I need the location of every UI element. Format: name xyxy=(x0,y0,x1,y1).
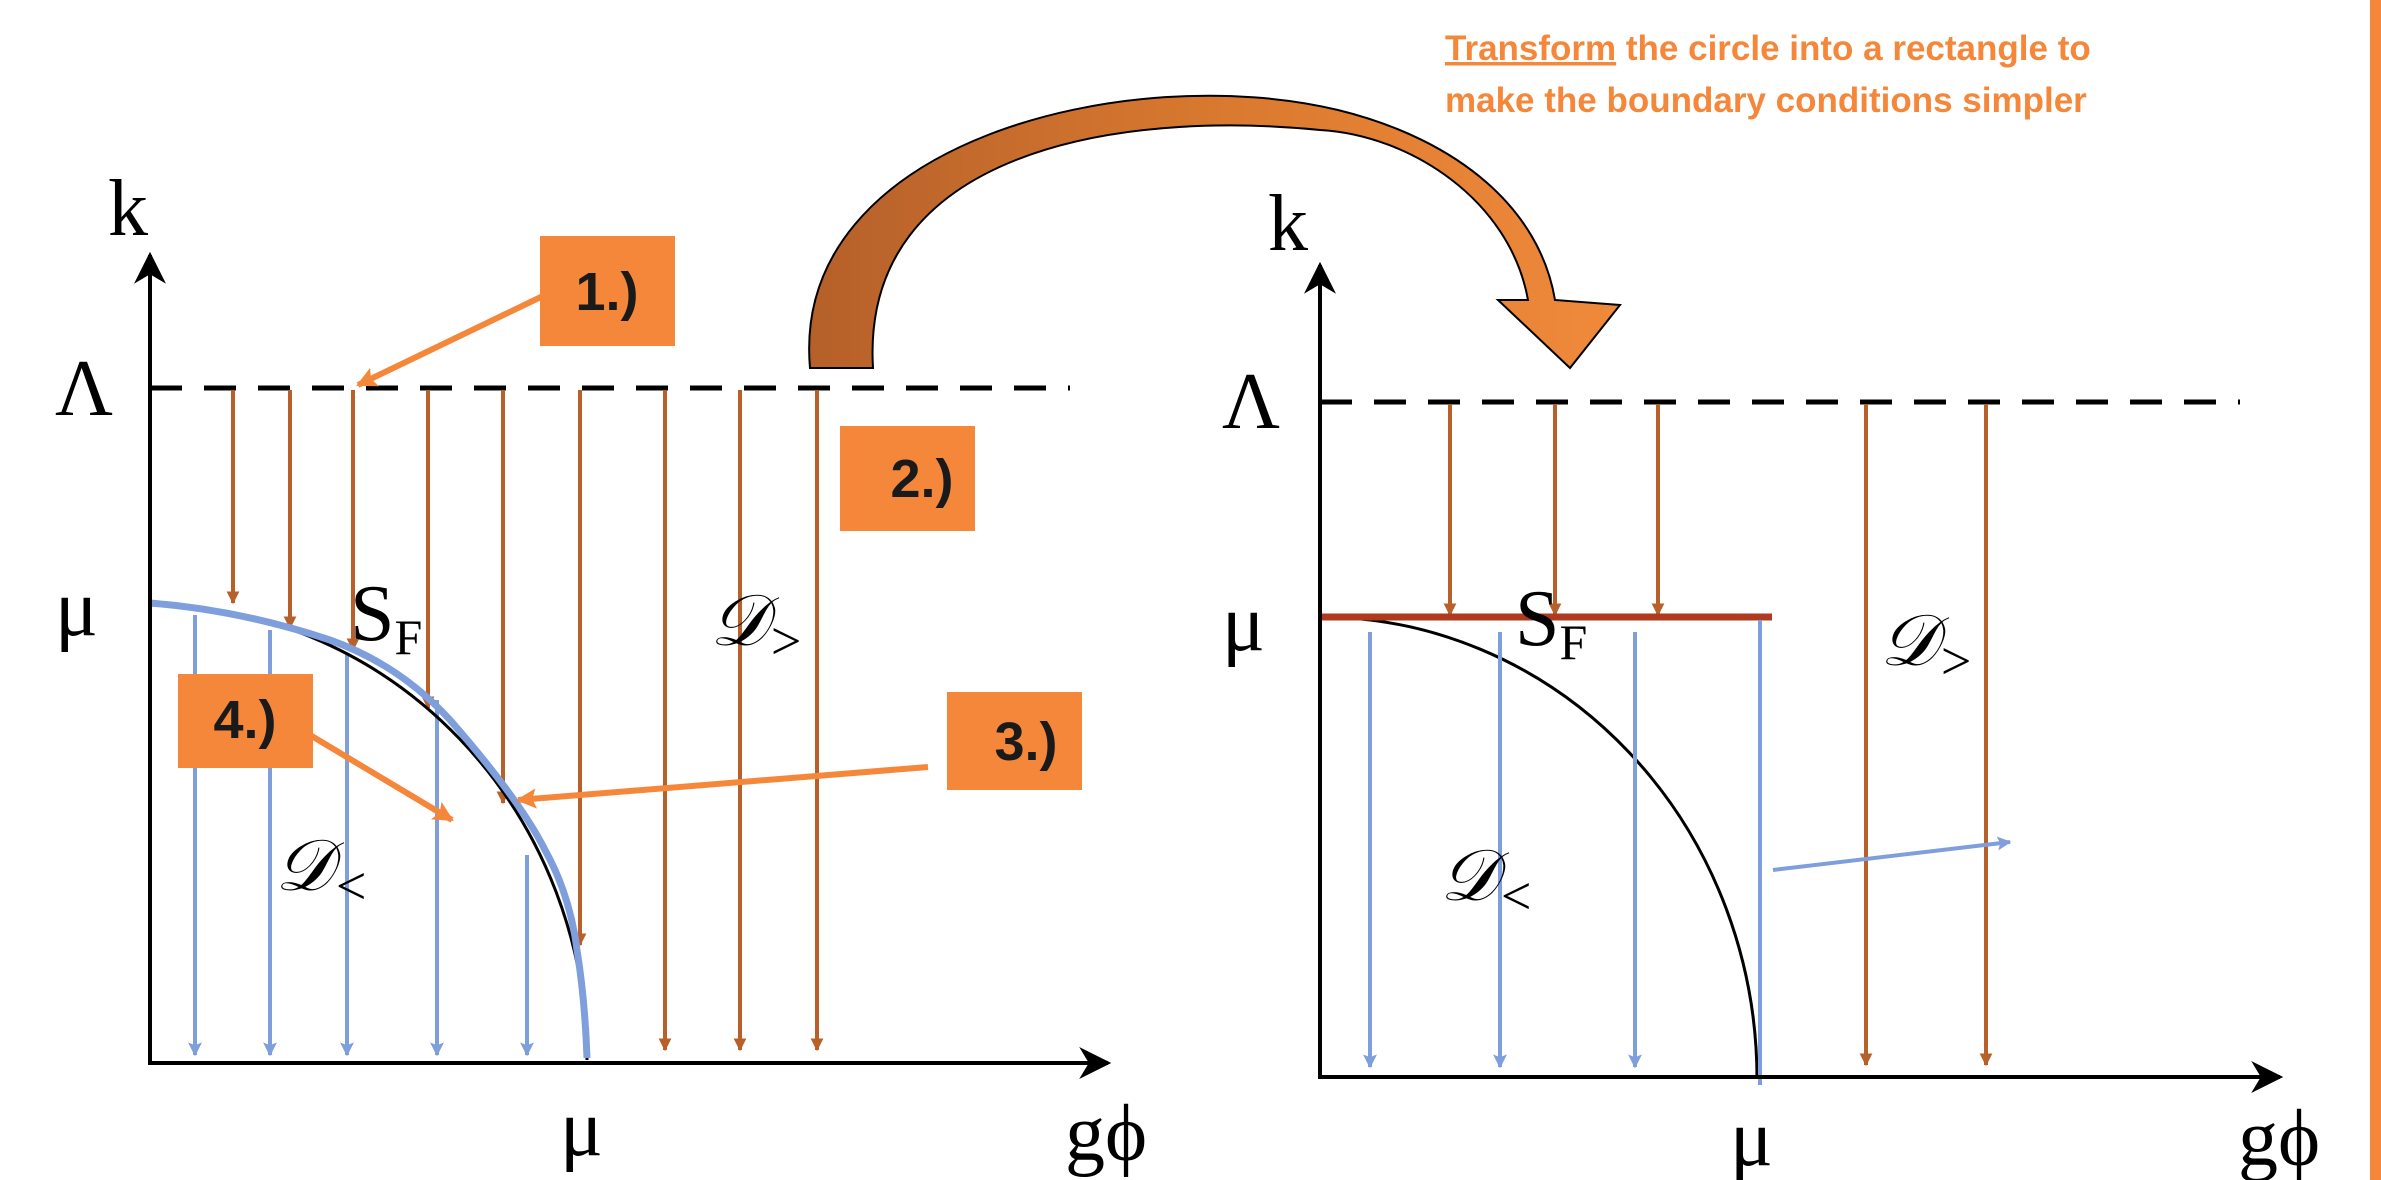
left-fermi-surface-highlight xyxy=(149,599,591,1059)
right-mu-x-label: μ xyxy=(1730,1095,1773,1180)
right-mu-y-label: μ xyxy=(1222,580,1265,668)
step-1-label: 1.) xyxy=(575,262,638,322)
caption-line-1-rest: the circle into a rectangle to xyxy=(1616,29,2091,68)
caption-line-1: Transform the circle into a rectangle to xyxy=(1445,29,2091,68)
left-y-axis-label: k xyxy=(108,165,148,253)
caption-line-2: make the boundary conditions simpler xyxy=(1445,81,2087,120)
step-4-label: 4.) xyxy=(213,690,276,750)
right-blue-arrows xyxy=(1363,620,2012,1085)
right-region-outer-label: 𝒟> xyxy=(1880,601,1974,691)
right-blue-transfer-arrow xyxy=(1772,836,2012,872)
step-1-box xyxy=(540,236,675,346)
left-region-outer-label: 𝒟> xyxy=(710,581,804,671)
step-3-box xyxy=(947,692,1082,790)
left-brown-arrows xyxy=(226,390,824,1052)
right-lambda-label: Λ xyxy=(1222,358,1280,446)
step-2-label: 2.) xyxy=(890,449,953,509)
caption-emphasis: Transform xyxy=(1445,29,1616,68)
right-x-axis-label: gϕ xyxy=(2238,1095,2320,1180)
right-brown-arrows xyxy=(1443,404,1993,1067)
left-panel: k Λ μ μ gϕ SF 𝒟> 𝒟< 1.) 2.) 3.) 4.) xyxy=(55,165,1147,1178)
step-1-pointer xyxy=(356,292,547,388)
step-pointers xyxy=(308,292,929,823)
step-2-box xyxy=(840,426,975,531)
left-mu-y-label: μ xyxy=(55,565,98,653)
left-lambda-label: Λ xyxy=(55,345,113,433)
right-panel: k Λ μ μ gϕ SF 𝒟> 𝒟< xyxy=(1222,180,2320,1180)
step-3-label: 3.) xyxy=(994,712,1057,772)
left-mu-x-label: μ xyxy=(560,1085,603,1173)
left-region-inner-label: 𝒟< xyxy=(275,826,369,916)
slide-edge-bar xyxy=(2370,0,2381,1180)
left-fermi-surface-arc xyxy=(149,603,589,1061)
left-x-axis-label: gϕ xyxy=(1065,1090,1147,1178)
right-fermi-surface-label: SF xyxy=(1515,575,1587,670)
left-fermi-surface-label: SF xyxy=(350,570,422,665)
right-y-axis-label: k xyxy=(1268,180,1308,268)
right-region-inner-label: 𝒟< xyxy=(1440,836,1534,926)
step-4-pointer xyxy=(308,732,454,823)
step-4-box xyxy=(178,674,313,768)
transform-arrow xyxy=(808,94,1622,370)
right-fermi-surface-arc xyxy=(1319,615,1759,1080)
step-3-pointer xyxy=(515,764,929,809)
